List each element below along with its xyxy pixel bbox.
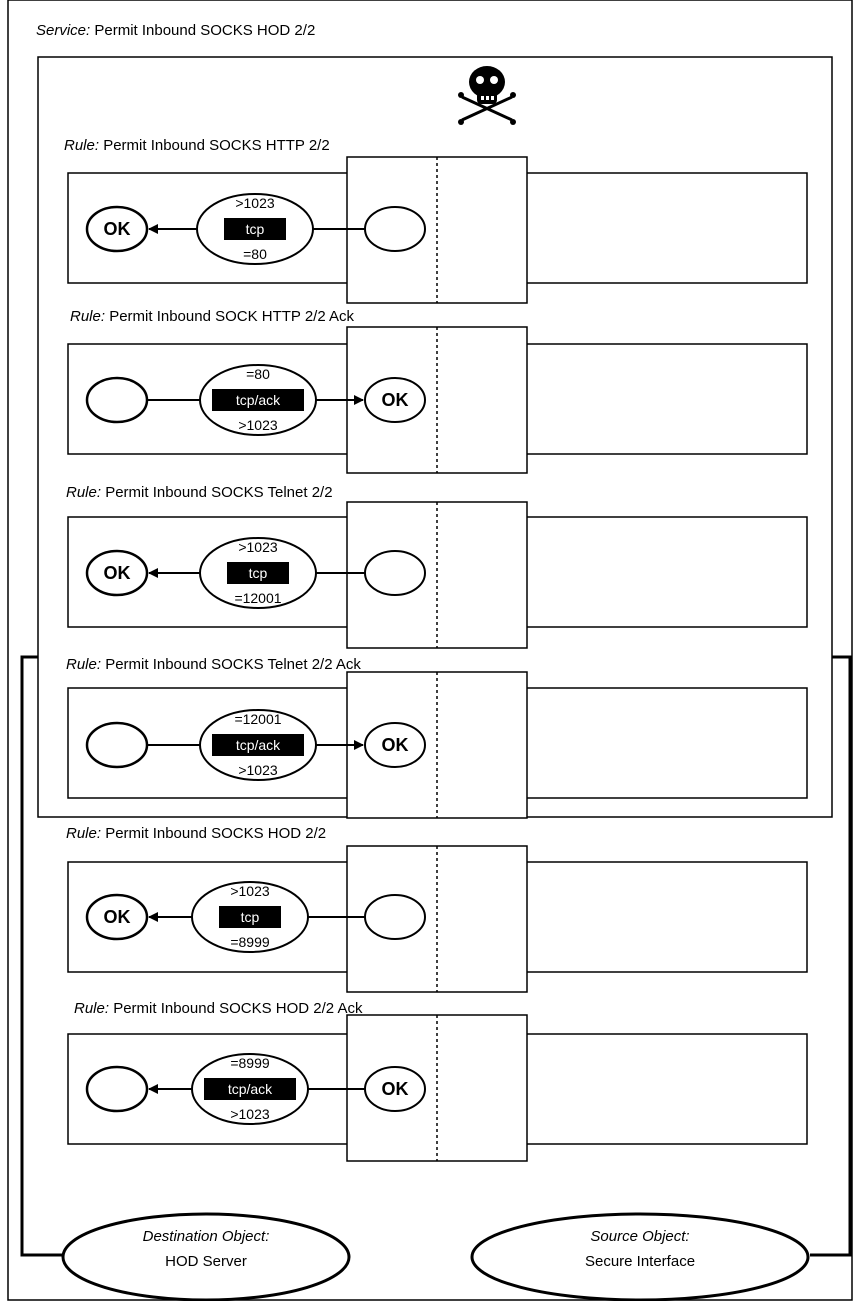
destination-node	[85, 549, 149, 597]
ok-label: OK	[381, 390, 409, 410]
rule-label: Rule: Permit Inbound SOCKS HTTP 2/2	[64, 137, 330, 155]
outer-frame	[7, 0, 853, 1301]
rule-label: Rule: Permit Inbound SOCK HTTP 2/2 Ack	[70, 308, 354, 326]
rule-prefix: Rule:	[66, 656, 102, 673]
ok-label: OK	[103, 563, 131, 583]
source-node	[364, 206, 426, 252]
destination-node	[85, 1065, 149, 1113]
rule-prefix: Rule:	[66, 484, 102, 501]
rule-4	[67, 671, 808, 819]
destination-node	[85, 893, 149, 941]
top-port-label: >1023	[235, 195, 275, 211]
rule-label: Rule: Permit Inbound SOCKS HOD 2/2	[66, 825, 326, 843]
bottom-port-label: >1023	[238, 762, 278, 778]
rule-label: Rule: Permit Inbound SOCKS Telnet 2/2	[66, 484, 333, 502]
top-port-label: >1023	[230, 883, 270, 899]
destination-node	[85, 721, 149, 769]
ok-label: OK	[381, 1079, 409, 1099]
protocol-label: tcp/ack	[212, 734, 304, 756]
source-node	[364, 722, 426, 768]
protocol-label: tcp	[224, 218, 286, 240]
top-port-label: =8999	[230, 1055, 270, 1071]
rule-prefix: Rule:	[64, 137, 100, 154]
top-port-label: =80	[246, 366, 270, 382]
rule-name: Permit Inbound SOCK HTTP 2/2 Ack	[109, 308, 355, 325]
bottom-port-label: =12001	[234, 590, 282, 606]
ok-label: OK	[103, 219, 131, 239]
rule-1	[67, 156, 808, 304]
rule-3	[67, 501, 808, 649]
rule-name: Permit Inbound SOCKS Telnet 2/2	[105, 484, 333, 501]
rule-6	[67, 1014, 808, 1162]
bottom-port-label: >1023	[238, 417, 278, 433]
rule-prefix: Rule:	[66, 825, 102, 842]
service-title: Service: Permit Inbound SOCKS HOD 2/2	[36, 22, 315, 40]
rule-5	[67, 845, 808, 993]
rule-name: Permit Inbound SOCKS HTTP 2/2	[103, 137, 330, 154]
source-node	[364, 377, 426, 423]
source-node	[364, 550, 426, 596]
rule-label: Rule: Permit Inbound SOCKS Telnet 2/2 Ac…	[66, 656, 361, 674]
rule-2	[67, 326, 808, 474]
source-node	[364, 894, 426, 940]
destination-node	[85, 376, 149, 424]
rule-name: Permit Inbound SOCKS HOD 2/2	[105, 825, 327, 842]
rule-name: Permit Inbound SOCKS Telnet 2/2 Ack	[105, 656, 361, 673]
source-connector	[810, 655, 852, 1257]
protocol-label: tcp	[219, 906, 281, 928]
top-port-label: >1023	[238, 539, 278, 555]
protocol-label: tcp/ack	[204, 1078, 296, 1100]
destination-object-prefix: Destination Object:	[142, 1228, 270, 1245]
top-port-label: =12001	[234, 711, 282, 727]
rule-name: Permit Inbound SOCKS HOD 2/2 Ack	[113, 1000, 363, 1017]
destination-node	[85, 205, 149, 253]
rule-prefix: Rule:	[74, 1000, 110, 1017]
destination-object-name: HOD Server	[165, 1253, 247, 1270]
source-object-prefix: Source Object:	[590, 1228, 690, 1245]
protocol-label: tcp	[227, 562, 289, 584]
bottom-port-label: >1023	[230, 1106, 270, 1122]
source-object-ellipse	[470, 1212, 810, 1301]
ok-label: OK	[103, 907, 131, 927]
destination-connector	[20, 655, 66, 1257]
service-name: Permit Inbound SOCKS HOD 2/2	[94, 22, 316, 39]
source-object-name: Secure Interface	[584, 1253, 696, 1270]
skull-crossbones-icon	[458, 66, 516, 125]
bottom-port-label: =80	[243, 246, 267, 262]
rule-label: Rule: Permit Inbound SOCKS HOD 2/2 Ack	[74, 1000, 362, 1018]
bottom-port-label: =8999	[230, 934, 270, 950]
rule-prefix: Rule:	[70, 308, 106, 325]
ok-label: OK	[381, 735, 409, 755]
destination-object-ellipse	[61, 1212, 351, 1301]
service-prefix: Service:	[36, 22, 91, 39]
protocol-label: tcp/ack	[212, 389, 304, 411]
